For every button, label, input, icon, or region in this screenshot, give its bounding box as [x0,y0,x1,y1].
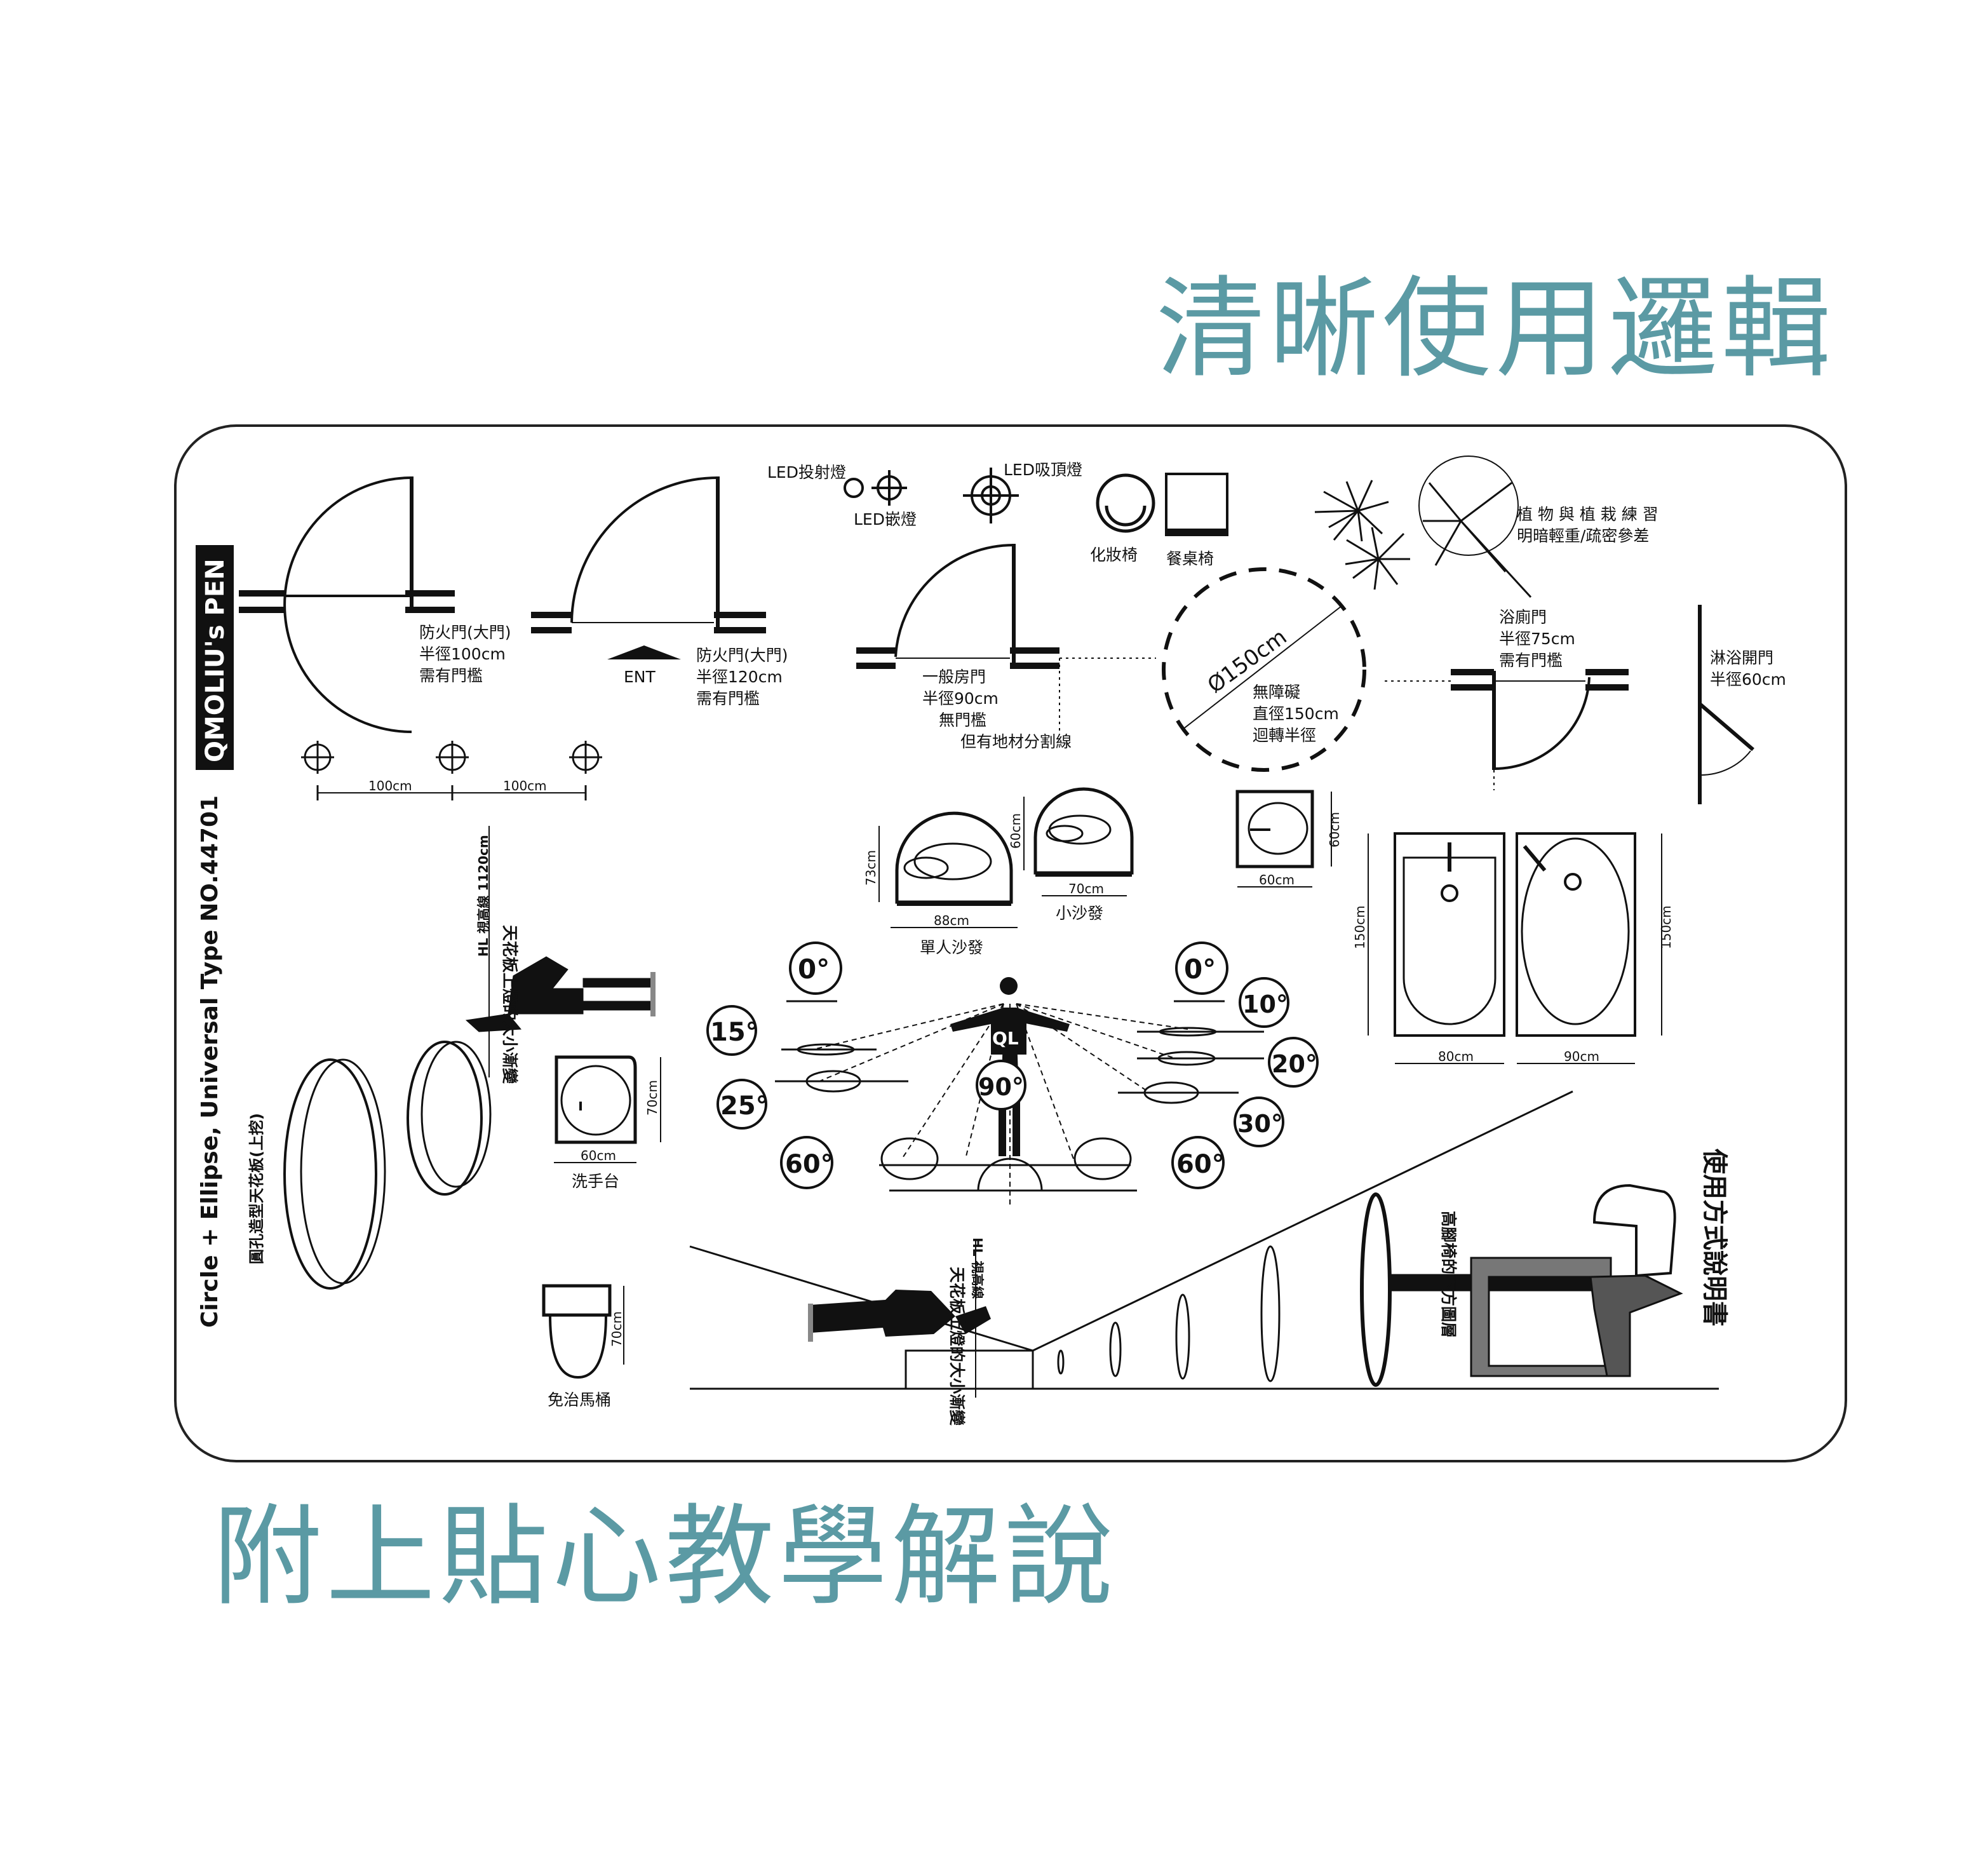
square-sink-height: 60cm [1327,812,1342,847]
eye-level-label: HL 視高線 1120cm [476,835,491,957]
angle-left-60: 60° [785,1150,833,1179]
room-door-l1: 一般房門 [922,668,986,686]
plant-label-2: 明暗輕重/疏密參差 [1517,527,1649,545]
sink-width: 60cm [581,1148,616,1163]
vanity-chair-label: 化妝椅 [1090,546,1138,564]
chairs [1096,473,1228,536]
angle-left-15: 15° [710,1018,758,1047]
spot-light-label: LED投射燈 [767,463,846,482]
bath-door-l2: 半徑75cm [1499,630,1575,648]
small-sofa [1023,787,1134,896]
brand-text: QMOLIU's PEN [201,558,230,762]
headline-top: 清晰使用邏輯 [1156,265,1834,393]
person-label: QL [992,1028,1019,1049]
angle-right-10: 10° [1242,990,1288,1018]
perspective-figure [808,1290,991,1342]
bath-door-l1: 浴廁門 [1499,608,1547,626]
fire-door-1 [239,476,455,733]
shower-door-l2: 半徑60cm [1710,670,1786,689]
spacing-a: 100cm [368,778,412,793]
tub-1-width: 80cm [1438,1049,1474,1064]
room-door-l3: 無門檻 [939,711,986,729]
toilet [542,1284,624,1379]
circle-l2: 直徑150cm [1253,705,1339,723]
fire-door-2-l3: 需有門檻 [696,689,760,708]
tub-2-width: 90cm [1564,1049,1599,1064]
angle-left-25: 25° [720,1091,769,1121]
fire-door-1-l1: 防火門(大門) [419,623,511,642]
angle-right-20: 20° [1272,1050,1317,1078]
toilet-label: 免治馬桶 [548,1391,611,1409]
plant-sketch [1314,456,1532,598]
turning-circle [1162,567,1366,772]
bath-door-l3: 需有門檻 [1499,651,1563,670]
tub-1-height: 150cm [1352,905,1368,949]
room-door-l4: 但有地材分割線 [960,732,1072,751]
stool-note: 高腳椅的下方圖層 [1439,1211,1458,1338]
brand-block: QMOLIU's PEN [196,545,234,770]
sink-label: 洗手台 [572,1172,619,1191]
circle-l1: 無障礙 [1253,683,1300,701]
spacing-markers [301,741,602,800]
perspective-scene [689,1090,1719,1398]
ceiling-note: 圓孔造型天花板(上挖) [248,1113,266,1264]
ceiling-light-change-1: 天花板上燈的大小漸變 [501,925,519,1084]
headline-bottom: 附上貼心教學解說 [213,1493,1117,1621]
ceiling-light-label: LED吸頂燈 [1004,461,1082,479]
angle-right-60: 60° [1176,1150,1225,1179]
square-sink-width: 60cm [1259,872,1295,887]
angle-right-30: 30° [1237,1110,1283,1138]
small-sofa-height: 60cm [1008,813,1023,849]
sink-height: 70cm [645,1080,660,1116]
eye-level-figure [465,826,656,1077]
product-line: Circle + Ellipse, Universal Type NO.4470… [197,795,223,1328]
angle-right-0: 0° [1184,954,1216,985]
ceiling-light-change-2: 天花板上燈的大小漸變 [948,1267,966,1426]
manual-title: 使用方式說明書 [1700,1149,1729,1326]
lights [844,468,1019,523]
bath-door [1385,669,1629,790]
ent-label: ENT [624,668,656,686]
shower-door-l1: 淋浴開門 [1710,649,1773,667]
circle-l3: 迴轉半徑 [1253,726,1316,745]
room-door-l2: 半徑90cm [922,689,999,708]
fire-door-2-l1: 防火門(大門) [696,646,788,665]
fire-door-1-l2: 半徑100cm [419,645,506,663]
square-sink [1235,790,1332,887]
angle-left-0: 0° [798,954,830,985]
toilet-height: 70cm [609,1311,624,1347]
room-door [856,543,1156,732]
armchair-height: 73cm [863,850,878,886]
small-sofa-width: 70cm [1068,881,1104,896]
card-outline [174,424,1847,1462]
recessed-light-label: LED嵌燈 [854,510,917,529]
shower-door [1698,605,1754,804]
fire-door-1-l3: 需有門檻 [419,666,483,685]
sink [554,1055,661,1163]
small-sofa-label: 小沙發 [1056,904,1103,922]
spacing-b: 100cm [503,778,547,793]
armchair [878,811,1018,928]
angle-center-90: 90° [978,1073,1024,1101]
fire-door-2 [531,476,766,633]
armchair-width: 88cm [934,913,969,928]
eye-level-label-2: HL 視高線 [970,1238,985,1299]
ent-arrow [607,645,681,659]
armchair-label: 單人沙發 [920,938,983,957]
angle-badges [706,941,1319,1189]
tub-2-height: 150cm [1658,905,1674,949]
fire-door-2-l2: 半徑120cm [696,668,783,686]
bar-stool [1388,1184,1683,1377]
plant-label-1: 植 物 與 植 栽 練 習 [1517,505,1658,523]
dining-chair-label: 餐桌椅 [1166,550,1214,568]
ceiling-ellipses [283,1041,492,1290]
bathtubs [1368,832,1662,1064]
